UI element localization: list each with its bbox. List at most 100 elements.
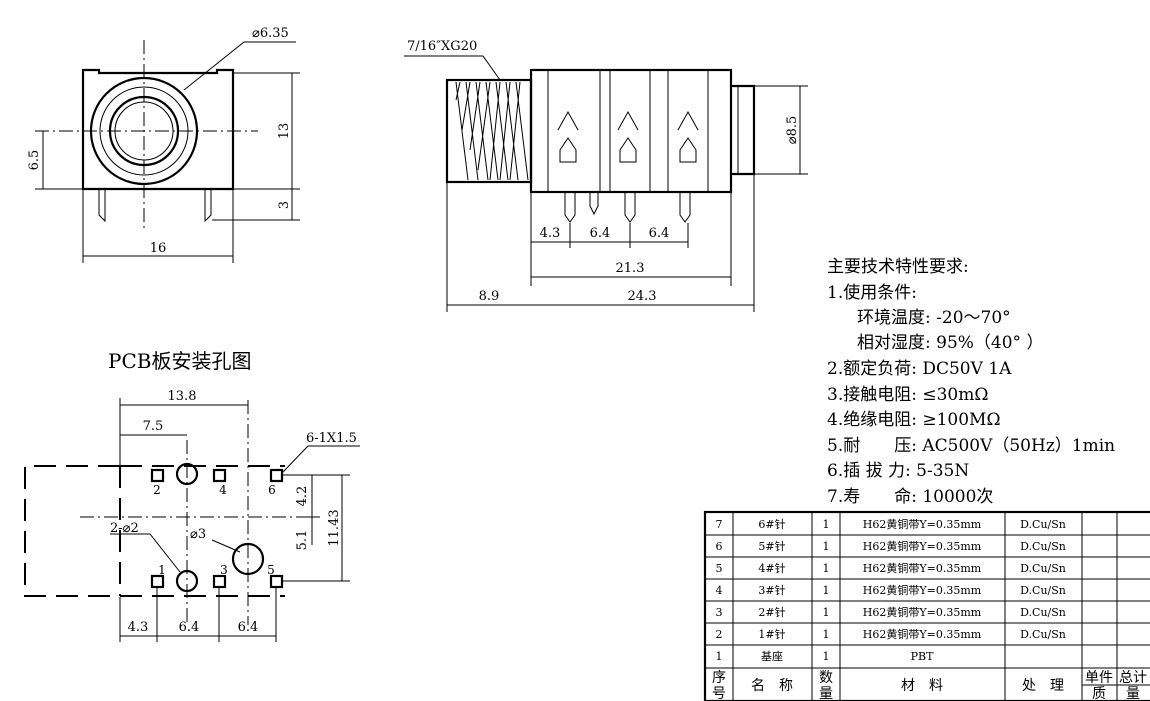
front-body-outline: [81, 68, 235, 191]
pcb-pin-hole-4: [212, 468, 227, 483]
bom-header-total: 总计: [1119, 670, 1147, 686]
thread-leader: [404, 55, 501, 81]
pcb-dim-51: 5.1: [295, 530, 310, 551]
pcb-hole2-leader: [110, 533, 181, 573]
bom-header-no: 号: [712, 686, 726, 701]
bom-cell-name: 2#针: [758, 605, 785, 619]
bom-cell-no: 2: [716, 628, 723, 641]
bom-border: [703, 510, 1150, 701]
pcb-pin-number: 2: [153, 483, 161, 497]
pcb-hole3-label: ⌀3: [190, 527, 206, 542]
side-pin-4: [679, 192, 691, 223]
bom-header-unit: 质: [1092, 686, 1106, 701]
side-dim-pin-2: 6.4: [590, 226, 611, 241]
bom-cell-name: 3#针: [758, 583, 785, 597]
bom-cell-finish: D.Cu/Sn: [1020, 518, 1066, 531]
bom-header-finish: 处 理: [1022, 678, 1064, 694]
bom-cell-no: 5: [716, 562, 723, 575]
bom-header-qty: 数: [819, 670, 833, 686]
bom-cell-qty: 1: [823, 584, 830, 597]
bom-cell-no: 4: [716, 584, 723, 597]
bom-cell-material: H62黄铜带Y=0.35mm: [863, 627, 982, 641]
spec-line: 2.额定负荷: DC50V 1A: [827, 359, 1012, 379]
bom-header-material: 材 料: [901, 678, 943, 694]
bom-cell-name: 4#针: [758, 561, 785, 575]
side-pin-3: [624, 192, 636, 223]
spec-line: 相对湿度: 95%（40° ）: [857, 333, 1043, 353]
side-dim-243: 24.3: [628, 289, 657, 304]
front-pin-label: 3: [277, 201, 292, 209]
pcb-dim-75: 7.5: [143, 419, 164, 434]
pcb-pin-number: 5: [267, 563, 275, 577]
bom-cell-material: PBT: [911, 650, 934, 663]
pcb-round-hole-top: [175, 462, 199, 486]
bom-cell-name: 基座: [761, 649, 783, 663]
bom-header-name: 名 称: [751, 678, 793, 694]
pcb-bottom-dim: 4.3: [128, 620, 149, 635]
bom-cell-material: H62黄铜带Y=0.35mm: [863, 561, 982, 575]
spec-line: 3.接触电阻: ≤30mΩ: [827, 385, 988, 405]
side-dim-21: 21.3: [616, 261, 645, 276]
bom-cell-finish: D.Cu/Sn: [1020, 628, 1066, 641]
front-center-label: 6.5: [27, 150, 42, 171]
pcb-hole2-label: 2-⌀2: [110, 521, 139, 536]
front-pin-right: [204, 189, 212, 223]
spec-line: 5.耐 压: AC500V（50Hz）1min: [827, 436, 1115, 456]
front-view: ⌀6.35 13 3 6.5 16: [27, 26, 300, 263]
pcb-large-hole: [231, 542, 265, 576]
spec-line: 1.使用条件:: [827, 282, 917, 303]
bom-cell-qty: 1: [823, 562, 830, 575]
front-dia-leader: [183, 41, 296, 91]
contact-spring-3: [677, 110, 699, 163]
spec-line: 7.寿 命: 10000次: [827, 487, 993, 507]
spec-line: 6.插 拔 力: 5-35N: [827, 461, 969, 481]
bom-cell-name: 5#针: [758, 539, 785, 553]
spec-line: 4.绝缘电阻: ≥100MΩ: [827, 410, 1001, 430]
bom-header-qty: 量: [819, 686, 833, 701]
front-height-label: 13: [277, 123, 292, 140]
side-pin-1: [564, 192, 576, 223]
side-dim-pin-3: 6.4: [649, 226, 670, 241]
front-width-label: 16: [150, 241, 167, 256]
bom-cell-qty: 1: [823, 628, 830, 641]
bom-cell-material: H62黄铜带Y=0.35mm: [863, 539, 982, 553]
bom-cell-qty: 1: [823, 540, 830, 553]
thread-lines: [455, 81, 529, 181]
front-dia-label: ⌀6.35: [252, 26, 289, 41]
bom-cell-no: 1: [716, 650, 723, 663]
side-view: 7/16″XG20 ⌀8.5 4.3 6.4: [404, 39, 808, 312]
bom-cell-finish: D.Cu/Sn: [1020, 606, 1066, 619]
contact-spring-2: [617, 110, 639, 163]
contact-spring-1: [557, 110, 579, 163]
bom-cell-finish: D.Cu/Sn: [1020, 584, 1066, 597]
pcb-pin-number: 3: [220, 563, 228, 577]
bom-cell-qty: 1: [823, 518, 830, 531]
front-pin-left: [98, 189, 106, 223]
pcb-pin-number: 4: [219, 483, 227, 497]
pcb-pin-number: 1: [158, 563, 166, 577]
bom-cell-name: 1#针: [758, 627, 785, 641]
pcb-pin-number: 6: [268, 483, 276, 497]
pcb-pin-hole-5: [269, 574, 284, 589]
pcb-round-hole-bottom: [175, 569, 199, 593]
bom-cell-no: 7: [716, 518, 723, 531]
bom-header-unit: 单件: [1085, 670, 1113, 686]
pcb-layout: PCB板安装孔图 2 4 6 1 3 5 13.8 7.5: [24, 349, 360, 642]
pcb-hole-spec: 6-1X1.5: [306, 431, 357, 446]
side-dim-pin-1: 4.3: [540, 226, 561, 241]
side-dia-label: ⌀8.5: [785, 116, 800, 145]
spec-line: 环境温度: -20～70°: [857, 308, 1011, 328]
pcb-pin-hole-1: [150, 574, 165, 589]
bom-header-no: 序: [712, 670, 726, 686]
spec-heading: 主要技术特性要求:: [827, 257, 969, 277]
side-nose: [731, 84, 756, 176]
pcb-bottom-dim: 6.4: [179, 620, 200, 635]
bom-cell-name: 6#针: [758, 517, 785, 531]
pcb-pin-hole-3: [212, 574, 227, 589]
side-dim-89: 8.9: [479, 289, 500, 304]
specifications: 主要技术特性要求: 1.使用条件: 环境温度: -20～70° 相对湿度: 95…: [827, 257, 1115, 507]
pcb-outline: [24, 465, 120, 597]
bom-cell-material: H62黄铜带Y=0.35mm: [863, 517, 982, 531]
